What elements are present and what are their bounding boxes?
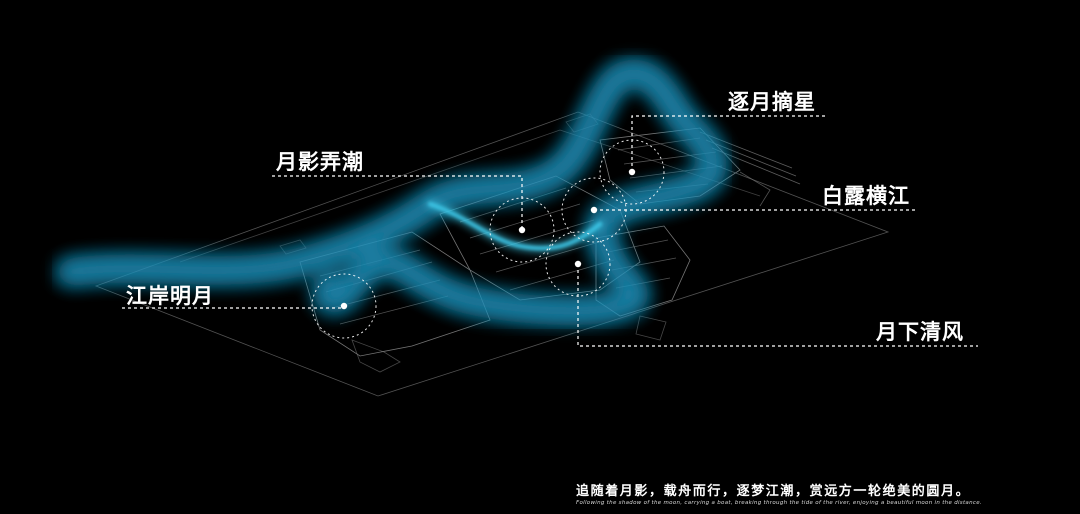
river-path	[57, 73, 713, 311]
node-dot-yueying	[518, 226, 526, 234]
caption-english: Following the shadow of the moon, carryi…	[576, 500, 982, 506]
label-yueying: 月影弄潮	[276, 150, 364, 174]
leader-lines	[122, 115, 978, 347]
label-jiangan: 江岸明月	[126, 284, 214, 308]
site-boundary	[94, 111, 890, 397]
label-yuexia: 月下清风	[876, 320, 964, 344]
leader-zhuyue	[631, 115, 828, 172]
parcel-left	[299, 231, 491, 357]
label-bailu: 白露横江	[822, 184, 910, 208]
caption-chinese: 追随着月影，载舟而行，逐梦江潮，赏远方一轮绝美的圆月。	[576, 484, 971, 499]
node-circle-jiangan	[311, 273, 377, 339]
node-dot-jiangan	[340, 302, 348, 310]
leader-yuexia	[577, 264, 978, 347]
label-zhuyue: 逐月摘星	[728, 90, 816, 114]
site-linework	[94, 111, 890, 397]
